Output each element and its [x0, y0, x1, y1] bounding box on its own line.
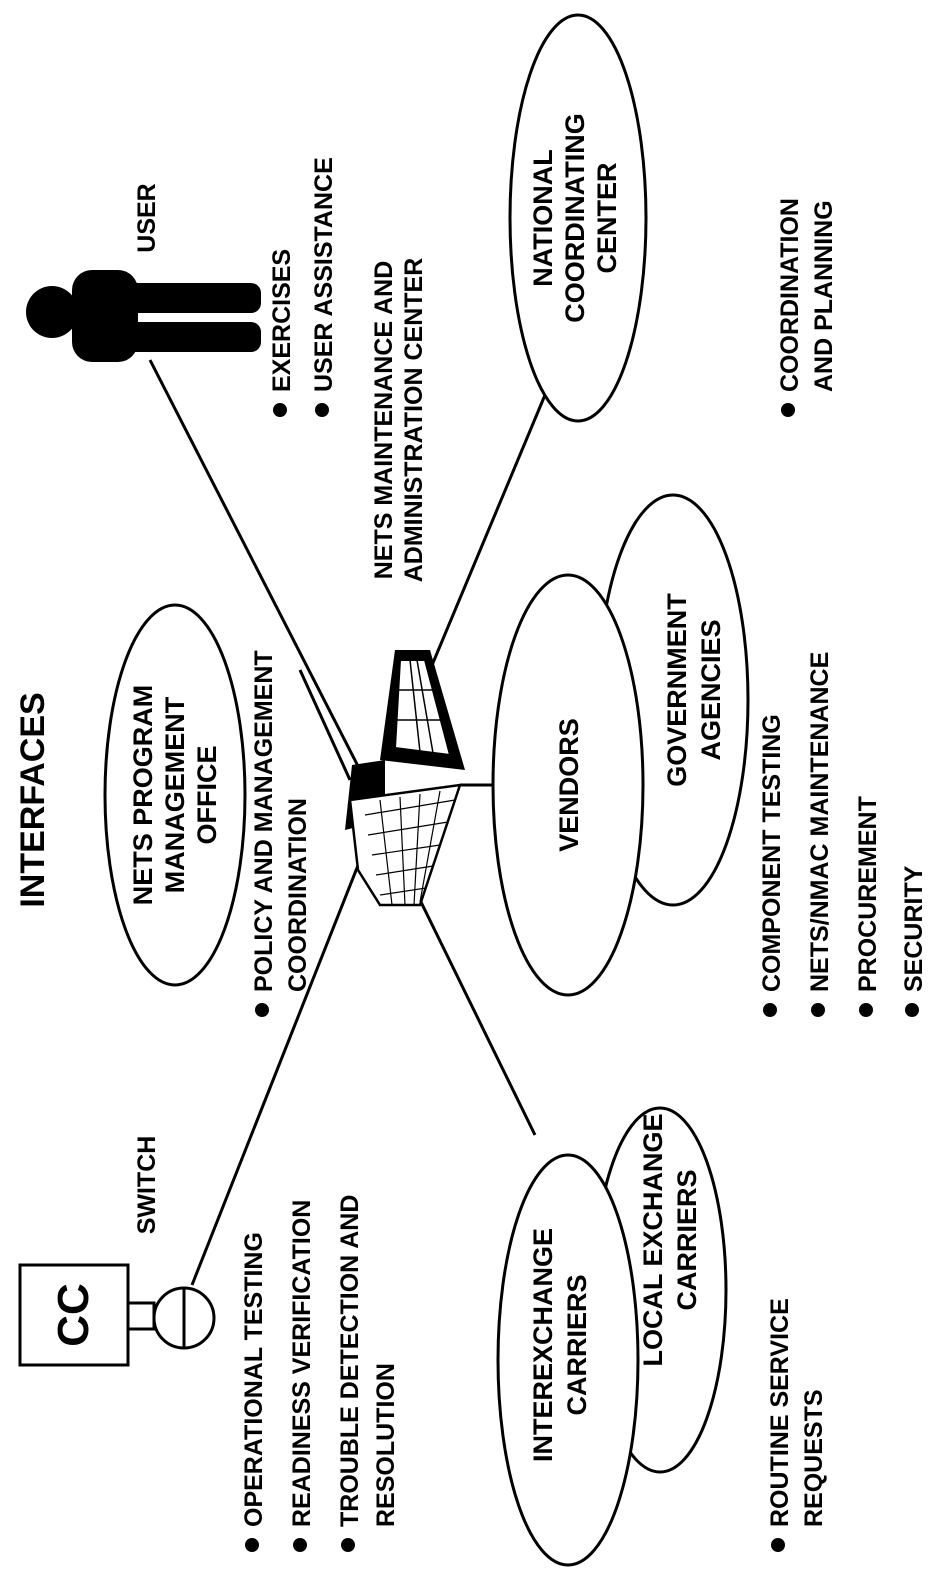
svg-text:CARRIERS: CARRIERS — [562, 1274, 592, 1415]
interexchange-ellipse — [496, 1153, 640, 1567]
national-center-bullets: COORDINATION AND PLANNING — [776, 198, 838, 417]
user-bullet-1: EXERCISES — [268, 249, 296, 392]
user-icon — [26, 270, 261, 362]
vendors-bullets: COMPONENT TESTING NETS/NMAC MAINTENANCE … — [758, 652, 928, 1017]
program-office-bullet-1: POLICY AND MANAGEMENT — [250, 650, 278, 992]
svg-text:CARRIERS: CARRIERS — [672, 1169, 702, 1310]
vendors-bullet-2: NETS/NMAC MAINTENANCE — [806, 652, 834, 992]
switch-bullet-3-cont: RESOLUTION — [372, 1363, 400, 1527]
cc-connector — [126, 1301, 156, 1331]
connector-carriers — [418, 899, 537, 1136]
user-label: USER — [133, 183, 161, 252]
government-label: GOVERNMENT AGENCIES — [662, 593, 726, 787]
vendors-label: VENDORS — [554, 718, 584, 852]
connector-program-office — [298, 669, 352, 781]
connector-switch — [190, 834, 372, 1286]
svg-text:AGENCIES: AGENCIES — [696, 619, 726, 760]
interexchange-label: INTEREXCHANGE CARRIERS — [528, 1228, 592, 1462]
svg-text:CENTER: CENTER — [592, 162, 622, 273]
svg-text:NATIONAL: NATIONAL — [528, 149, 558, 286]
switch-label: SWITCH — [133, 1136, 161, 1235]
program-office-ellipse — [103, 603, 247, 987]
carriers-bullets: ROUTINE SERVICE REQUESTS — [766, 1298, 828, 1552]
national-center-bullet-1-cont: AND PLANNING — [810, 200, 838, 392]
center-line-2: ADMINISTRATION CENTER — [400, 258, 428, 583]
svg-text:INTEREXCHANGE: INTEREXCHANGE — [528, 1228, 558, 1462]
cc-label: CC — [49, 1283, 98, 1347]
switch-bullet-2: READINESS VERIFICATION — [288, 1200, 316, 1527]
national-center-label: NATIONAL COORDINATING CENTER — [528, 113, 622, 323]
center-line-1: NETS MAINTENANCE AND — [370, 261, 398, 580]
svg-text:NETS PROGRAM: NETS PROGRAM — [128, 685, 158, 906]
switch-icon — [152, 1286, 216, 1350]
local-carriers-label: LOCAL EXCHANGE CARRIERS — [638, 1113, 702, 1366]
user-bullets: EXERCISES USER ASSISTANCE — [268, 157, 338, 417]
svg-text:LOCAL EXCHANGE: LOCAL EXCHANGE — [638, 1113, 668, 1366]
cc-box — [18, 1263, 130, 1367]
program-office-label: NETS PROGRAM MANAGEMENT OFFICE — [128, 685, 222, 906]
svg-text:MANAGEMENT: MANAGEMENT — [160, 696, 190, 893]
svg-text:COORDINATING: COORDINATING — [560, 113, 590, 323]
national-center-bullet-1: COORDINATION — [776, 198, 804, 392]
switch-bullet-1: OPERATIONAL TESTING — [240, 1232, 268, 1527]
switch-bullets: OPERATIONAL TESTING READINESS VERIFICATI… — [240, 1195, 400, 1552]
vendors-bullet-3: PROCUREMENT — [854, 796, 882, 992]
connector-user — [148, 359, 362, 771]
svg-text:GOVERNMENT: GOVERNMENT — [662, 593, 692, 787]
connector-national-center — [428, 394, 547, 671]
diagram-title: INTERFACES — [14, 692, 52, 907]
building-icon — [345, 650, 465, 907]
vendors-bullet-1: COMPONENT TESTING — [758, 714, 786, 992]
program-office-bullet-1-cont: COORDINATION — [284, 798, 312, 992]
program-office-bullets: POLICY AND MANAGEMENT COORDINATION — [250, 650, 312, 1017]
switch-bullet-3: TROUBLE DETECTION AND — [336, 1195, 364, 1527]
carriers-bullet-1: ROUTINE SERVICE — [766, 1298, 794, 1527]
svg-text:OFFICE: OFFICE — [192, 746, 222, 845]
carriers-bullet-1-cont: REQUESTS — [800, 1389, 828, 1527]
vendors-ellipse — [491, 573, 645, 997]
vendors-bullet-4: SECURITY — [900, 865, 928, 992]
national-center-ellipse — [508, 13, 648, 423]
center-label: NETS MAINTENANCE AND ADMINISTRATION CENT… — [370, 258, 428, 583]
user-bullet-2: USER ASSISTANCE — [310, 157, 338, 392]
